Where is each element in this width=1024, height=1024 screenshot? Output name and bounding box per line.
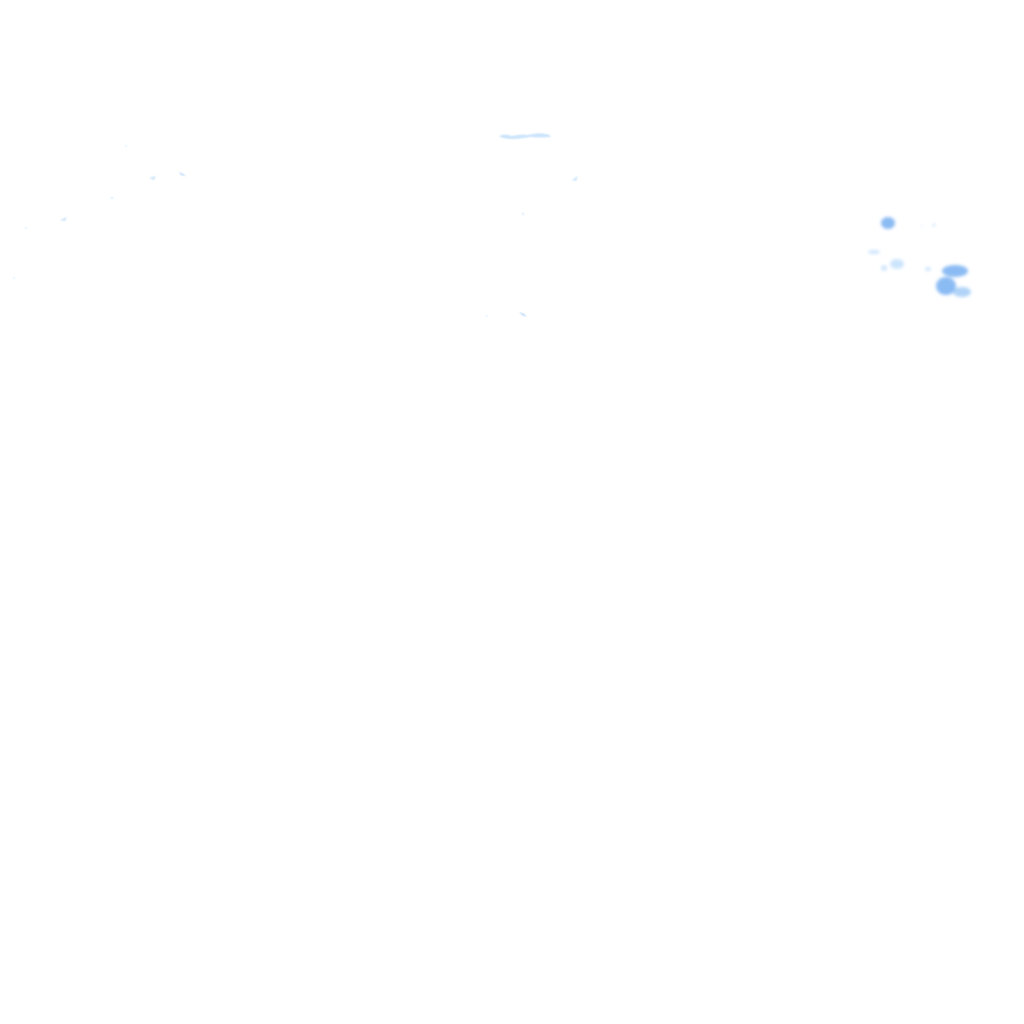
echo-cell [519,312,527,317]
echo-cell [925,267,931,271]
echo-cell [881,217,895,229]
echo-cell [13,277,15,279]
echo-band [499,133,551,139]
echo-cell [881,265,887,271]
echo-cell [486,315,488,317]
echo-cell [125,145,127,147]
echo-cell [60,217,67,221]
echo-group-east [868,217,971,297]
echo-cell [953,287,971,297]
echo-cell [890,259,904,269]
echo-cell [932,223,936,227]
echo-cell [572,176,578,181]
echo-cell [111,197,113,199]
echo-cell [921,225,923,227]
echo-cell [522,213,524,215]
echo-cell [179,172,186,176]
echo-cell [149,176,156,180]
echo-cell [25,227,27,229]
echo-group-north-band [486,133,578,317]
echo-cell [868,250,880,254]
echo-group-west [13,145,186,279]
echo-cell [942,265,968,277]
echo-cell [936,277,956,295]
